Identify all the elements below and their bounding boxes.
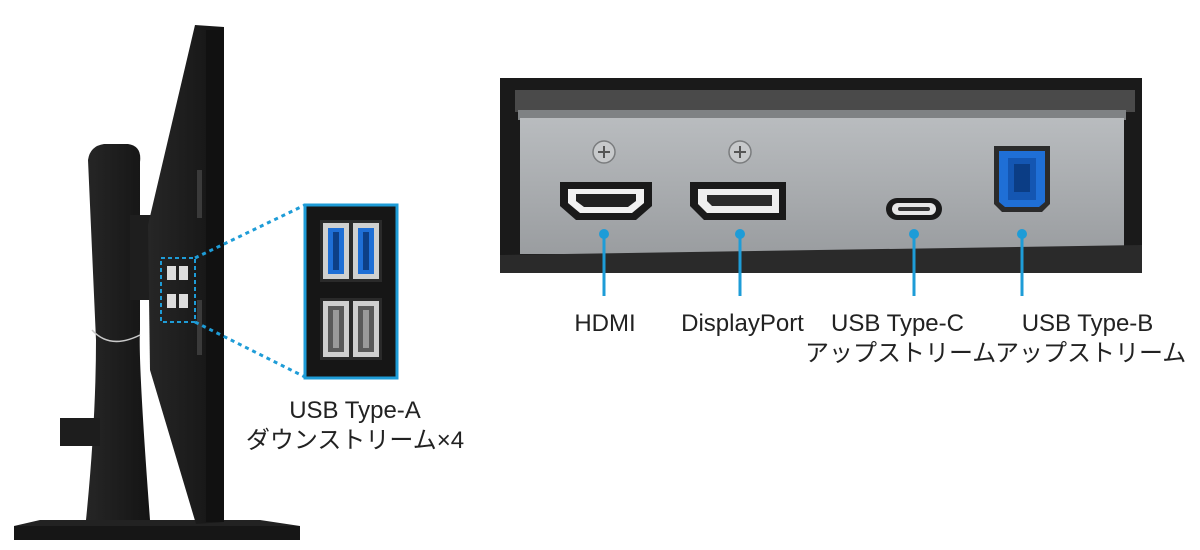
usb-type-a-label-line1: USB Type-A — [289, 397, 421, 424]
screw-icon — [728, 140, 752, 164]
displayport-label: DisplayPort — [655, 309, 830, 339]
usb-type-c-label-line2: アップストリーム — [805, 340, 997, 367]
usb-a-side-highlight — [160, 257, 196, 323]
usb-type-a-label: USB Type-A ダウンストリーム×4 — [230, 396, 480, 456]
usb-type-a-label-line2: ダウンストリーム×4 — [245, 427, 465, 454]
usb-type-b-label-line2: アップストリーム — [995, 340, 1187, 367]
callout-pin-hdmi — [599, 229, 609, 296]
monitor-stand — [86, 144, 150, 520]
monitor-side-view — [14, 25, 300, 540]
displayport-port — [690, 182, 786, 220]
usb-type-b-label: USB Type-B アップストリーム — [995, 309, 1187, 369]
rear-port-panel — [500, 78, 1142, 273]
monitor-base — [14, 526, 300, 540]
screw-icon — [592, 140, 616, 164]
usb-type-c-label: USB Type-C アップストリーム — [805, 309, 997, 369]
usb-type-c-label-line1: USB Type-C — [831, 310, 964, 337]
callout-pin-usb-b — [1017, 229, 1027, 296]
displayport-label-line1: DisplayPort — [681, 310, 804, 337]
hdmi-label-line1: HDMI — [574, 310, 636, 337]
callout-pin-usb-c — [909, 229, 919, 296]
usb-a-zoom-box — [303, 203, 399, 380]
callout-pin-displayport — [735, 229, 745, 296]
usb-a-port-lower — [320, 298, 382, 360]
usb-a-port-upper — [320, 220, 382, 282]
usb-type-b-label-line1: USB Type-B — [1021, 310, 1154, 337]
usb-c-port — [886, 198, 942, 220]
hdmi-port — [560, 182, 652, 220]
usb-b-port — [994, 146, 1050, 212]
hdmi-label: HDMI — [545, 309, 665, 339]
